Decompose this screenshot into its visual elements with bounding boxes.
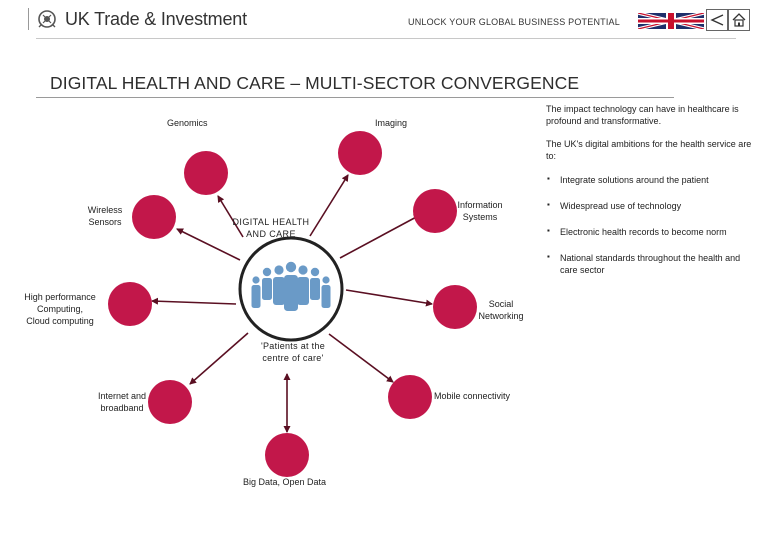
people-group-icon xyxy=(251,261,331,311)
label-line: Computing, xyxy=(36,304,84,314)
center-label-line: AND CARE xyxy=(246,229,296,239)
sector-nodes xyxy=(108,131,477,477)
node-wireless-sensors xyxy=(132,195,176,239)
label-line: Networking xyxy=(478,311,524,321)
node-genomics xyxy=(184,151,228,195)
label-line: High performance xyxy=(24,292,96,302)
logo-divider xyxy=(28,8,29,30)
page-title: DIGITAL HEALTH AND CARE – MULTI-SECTOR C… xyxy=(50,73,580,93)
node-internet xyxy=(148,380,192,424)
home-icon xyxy=(732,13,746,27)
list-item: Integrate solutions around the patient xyxy=(546,173,756,186)
arrow-internet xyxy=(189,332,249,385)
brand-name: UK Trade & Investment xyxy=(65,8,247,29)
ukti-logo: UK Trade & Investment xyxy=(28,8,247,30)
connector-arrows xyxy=(151,174,433,433)
node-imaging xyxy=(338,131,382,175)
label-wireless-sensors: Wireless Sensors xyxy=(76,204,134,228)
label-genomics: Genomics xyxy=(167,118,208,128)
label-internet-broadband: Internet and broadband xyxy=(86,390,158,414)
home-button[interactable] xyxy=(728,9,750,31)
back-button[interactable] xyxy=(706,9,728,31)
label-social-networking: Social Networking xyxy=(470,298,532,322)
intro-paragraph: The impact technology can have in health… xyxy=(546,104,739,126)
center-quote: 'Patients at the centre of care' xyxy=(238,340,348,364)
label-information-systems: Information Systems xyxy=(440,199,520,223)
quote-line: centre of care' xyxy=(262,353,324,363)
title-underline xyxy=(36,97,674,98)
label-line: Wireless xyxy=(87,205,123,215)
list-item: Widespread use of technology xyxy=(546,199,756,212)
label-imaging: Imaging xyxy=(375,118,408,128)
back-arrow-icon xyxy=(710,14,724,26)
ambitions-paragraph: The UK's digital ambitions for the healt… xyxy=(546,139,752,161)
node-hpc xyxy=(108,282,152,326)
label-big-data: Big Data, Open Data xyxy=(243,477,327,487)
center-label: DIGITAL HEALTH AND CARE xyxy=(228,216,314,240)
node-mobile xyxy=(388,375,432,419)
arrow-wireless xyxy=(176,228,241,261)
label-line: Internet and xyxy=(97,391,147,401)
node-social xyxy=(433,285,477,329)
union-jack-icon xyxy=(638,13,704,29)
quote-line: 'Patients at the xyxy=(260,341,326,351)
label-line: Social xyxy=(488,299,514,309)
label-hpc: High performance Computing, Cloud comput… xyxy=(14,291,106,327)
label-line: Cloud computing xyxy=(26,316,94,326)
list-item: National standards throughout the health… xyxy=(546,251,756,276)
node-big-data xyxy=(265,433,309,477)
label-line: Sensors xyxy=(88,217,122,227)
arrow-genomics xyxy=(217,195,244,238)
arrow-imaging xyxy=(309,174,349,237)
header-rule xyxy=(36,38,736,39)
center-hub xyxy=(238,236,344,342)
info-panel: The impact technology can have in health… xyxy=(546,103,756,290)
ambitions-list: Integrate solutions around the patient W… xyxy=(546,173,756,276)
node-information-systems xyxy=(413,189,457,233)
arrow-hpc xyxy=(151,297,237,305)
arrow-information-systems xyxy=(339,214,421,259)
label-mobile-connectivity: Mobile connectivity xyxy=(434,391,511,401)
label-line: Systems xyxy=(462,212,498,222)
royal-crest-icon xyxy=(38,10,56,28)
list-item: Electronic health records to become norm xyxy=(546,225,756,238)
center-label-line: DIGITAL HEALTH xyxy=(232,217,310,227)
arrow-mobile xyxy=(328,333,394,383)
tagline: UNLOCK YOUR GLOBAL BUSINESS POTENTIAL xyxy=(408,17,620,27)
arrow-social xyxy=(345,289,433,307)
label-line: broadband xyxy=(100,403,144,413)
label-line: Information xyxy=(457,200,503,210)
